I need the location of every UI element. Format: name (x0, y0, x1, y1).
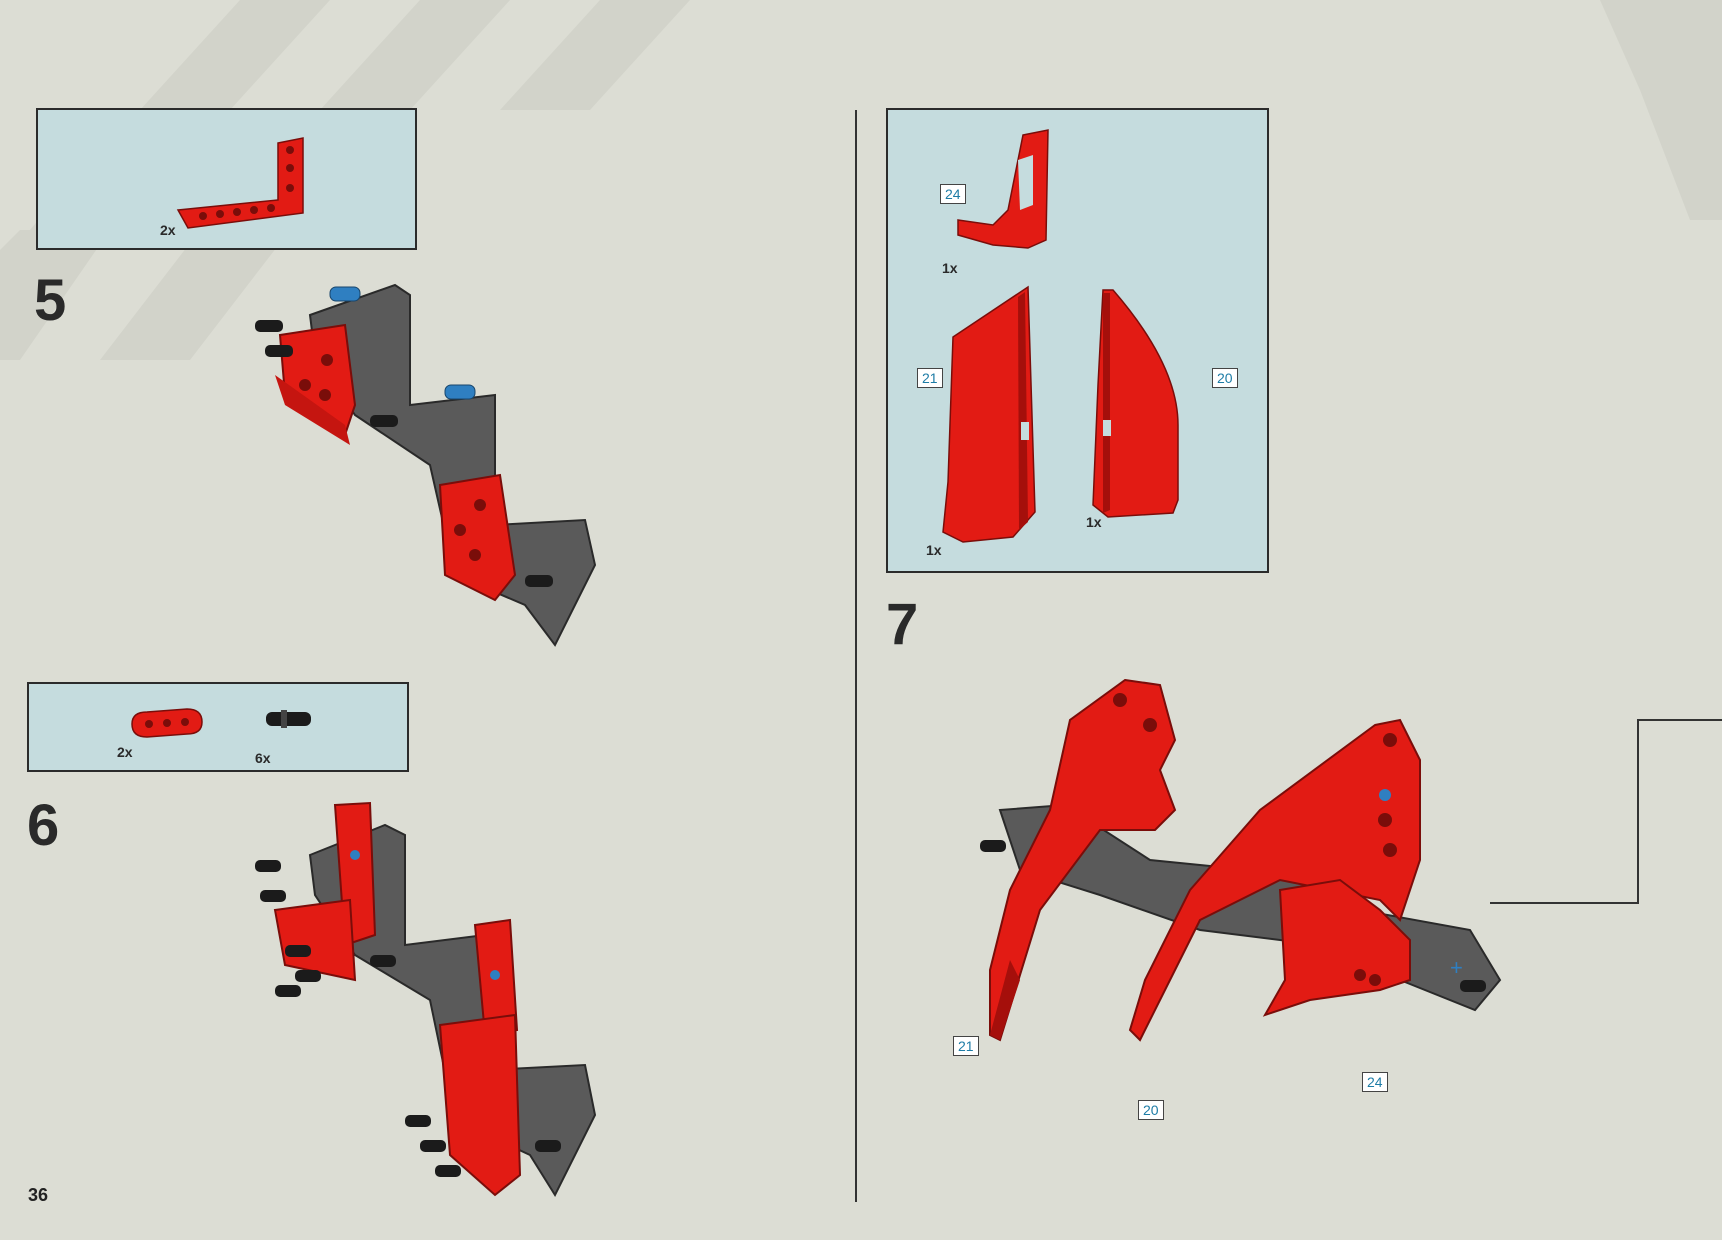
step-5-parts-box: 2x (36, 108, 417, 250)
step-7-assembly-illustration: + (980, 678, 1502, 1042)
step-number: 5 (34, 268, 67, 333)
part-quantity: 2x (117, 744, 133, 760)
part-callout-20: 20 (1212, 368, 1238, 388)
model-callout-20: 20 (1138, 1100, 1164, 1120)
red-panel-right-icon (1092, 289, 1179, 518)
part-quantity: 2x (160, 222, 176, 238)
part-quantity: 6x (255, 750, 271, 766)
red-l-beam-icon (176, 137, 304, 229)
model-callout-21: 21 (953, 1036, 979, 1056)
step-number: 6 (27, 793, 60, 858)
step-6-assembly-illustration (255, 801, 597, 1198)
red-panel-small-icon (957, 129, 1049, 249)
page-number: 36 (28, 1185, 49, 1205)
step-7-parts-box: 24 1x 21 1x 20 1x (886, 108, 1269, 573)
step-6-parts-box: 2x 6x (27, 682, 409, 772)
part-quantity: 1x (942, 260, 958, 276)
part-quantity: 1x (926, 542, 942, 558)
red-beam-3-icon (131, 708, 203, 738)
column-divider (855, 110, 857, 1202)
step-5-assembly-illustration (255, 283, 597, 647)
leader-line (1490, 719, 1722, 904)
step-number: 7 (886, 592, 919, 657)
part-quantity: 1x (1086, 514, 1102, 530)
part-callout-21: 21 (917, 368, 943, 388)
model-callout-24: 24 (1362, 1072, 1388, 1092)
black-pin-icon (266, 710, 311, 728)
red-panel-left-icon (942, 285, 1036, 543)
part-callout-24: 24 (940, 184, 966, 204)
svg-text:+: + (1450, 955, 1463, 980)
